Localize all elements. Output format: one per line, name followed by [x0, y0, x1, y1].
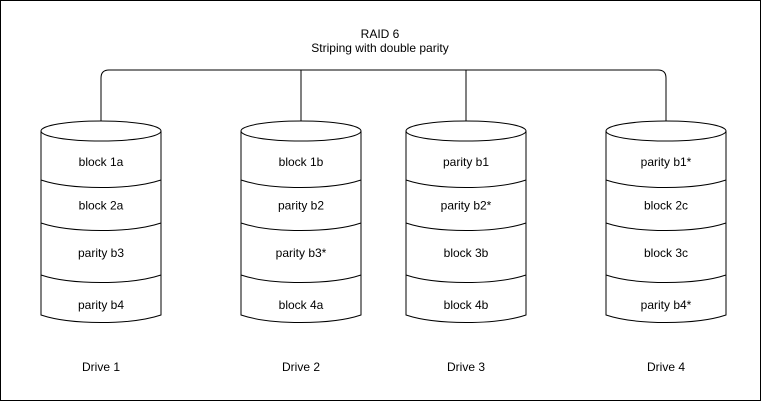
- drive-2: block 1b parity b2 parity b3* block 4a Drive…: [240, 120, 362, 374]
- block-separator: [40, 274, 162, 283]
- block-label: parity b3*: [276, 246, 327, 260]
- block-label: block 2c: [644, 199, 688, 213]
- block-label: block 1b: [279, 155, 324, 169]
- block-separator: [240, 179, 362, 188]
- block-separator: [605, 222, 727, 231]
- drive-cylinder: [605, 120, 727, 323]
- drive-3: parity b1 parity b2* block 3b block 4b Drive…: [405, 120, 527, 374]
- drive-name: Drive 3: [447, 360, 485, 374]
- block-label: parity b1*: [641, 155, 692, 169]
- block-label: block 4b: [444, 298, 489, 312]
- drive-name: Drive 4: [647, 360, 685, 374]
- block-separator: [240, 274, 362, 283]
- drive-1: block 1a block 2a parity b3 parity b4 Drive …: [40, 120, 162, 374]
- block-label: block 1a: [79, 155, 124, 169]
- block-separator: [405, 274, 527, 283]
- drive-cylinder: [240, 120, 362, 323]
- block-label: parity b2*: [441, 199, 492, 213]
- block-separator: [405, 222, 527, 231]
- block-separator: [240, 222, 362, 231]
- diagram-subtitle: Striping with double parity: [311, 41, 448, 55]
- block-label: block 4a: [279, 298, 324, 312]
- drive-cylinder: [40, 120, 162, 323]
- connector-bus: [100, 69, 667, 121]
- block-label: block 2a: [79, 199, 124, 213]
- block-separator: [405, 179, 527, 188]
- block-label: parity b3: [78, 246, 124, 260]
- drive-4: parity b1* block 2c block 3c parity b4* Driv…: [605, 120, 727, 374]
- block-separator: [40, 179, 162, 188]
- block-separator: [605, 274, 727, 283]
- diagram-title: RAID 6: [361, 27, 400, 41]
- drive-name: Drive 2: [282, 360, 320, 374]
- block-label: parity b1: [443, 155, 489, 169]
- block-label: parity b2: [278, 199, 324, 213]
- block-separator: [40, 222, 162, 231]
- block-label: parity b4*: [641, 298, 692, 312]
- drive-name: Drive 1: [82, 360, 120, 374]
- block-label: block 3b: [444, 246, 489, 260]
- block-label: parity b4: [78, 298, 124, 312]
- drive-cylinder: [405, 120, 527, 323]
- block-separator: [605, 179, 727, 188]
- block-label: block 3c: [644, 246, 688, 260]
- drives-group: block 1a block 2a parity b3 parity b4 Drive …: [40, 120, 727, 374]
